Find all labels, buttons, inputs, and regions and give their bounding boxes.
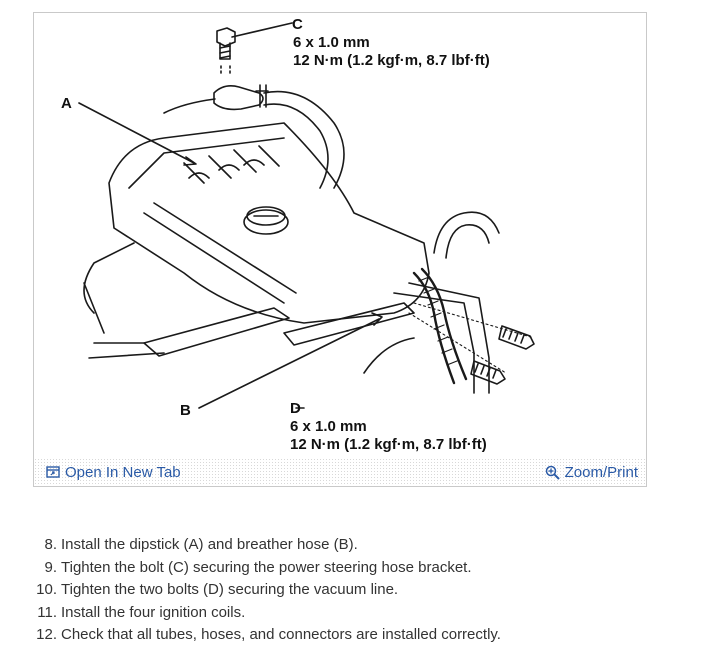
zoom-print-link[interactable]: Zoom/Print xyxy=(545,464,638,481)
breather-hose xyxy=(143,307,290,357)
callout-a: A xyxy=(61,95,72,112)
open-in-new-tab-label: Open In New Tab xyxy=(65,463,181,481)
open-in-new-tab-link[interactable]: Open In New Tab xyxy=(46,464,181,481)
figure-toolbar: Open In New Tab Zoom/Print xyxy=(34,458,646,486)
list-item: 11.Install the four ignition coils. xyxy=(30,602,501,625)
engine-diagram xyxy=(78,22,535,409)
list-item: 10.Tighten the two bolts (D) securing th… xyxy=(30,579,501,602)
hose-bracket xyxy=(213,85,264,111)
spec-d-torque: 12 N·m (1.2 kgf·m, 8.7 lbf·ft) xyxy=(290,436,487,453)
leader-c xyxy=(231,22,293,38)
step-text: Install the four ignition coils. xyxy=(61,603,246,621)
instruction-steps: 8.Install the dipstick (A) and breather … xyxy=(30,534,501,647)
bolt-d-lower xyxy=(470,360,506,385)
leader-b xyxy=(198,318,380,409)
callout-d: D xyxy=(290,400,301,417)
list-item: 12.Check that all tubes, hoses, and conn… xyxy=(30,624,501,647)
zoom-magnifier-icon xyxy=(545,465,560,480)
step-number: 10. xyxy=(36,581,57,598)
step-text: Install the dipstick (A) and breather ho… xyxy=(61,536,358,553)
step-number: 8. xyxy=(44,536,57,553)
step-number: 11. xyxy=(37,603,57,621)
step-text: Tighten the bolt (C) securing the power … xyxy=(61,558,472,576)
figure-container: C 6 x 1.0 mm 12 N·m (1.2 kgf·m, 8.7 lbf·… xyxy=(33,12,647,487)
bolt-d-upper xyxy=(498,325,535,350)
open-new-tab-icon xyxy=(46,466,60,478)
zoom-print-label: Zoom/Print xyxy=(564,463,638,481)
step-number: 9. xyxy=(44,558,57,576)
valve-cover xyxy=(108,122,430,324)
callout-b: B xyxy=(180,402,191,419)
spec-c-torque: 12 N·m (1.2 kgf·m, 8.7 lbf·ft) xyxy=(293,52,490,69)
step-number: 12. xyxy=(36,626,57,643)
spec-d-size: 6 x 1.0 mm xyxy=(290,418,367,435)
step-text: Tighten the two bolts (D) securing the v… xyxy=(61,581,399,598)
bolt-c-drawing xyxy=(216,27,236,75)
step-text: Check that all tubes, hoses, and connect… xyxy=(61,626,501,643)
spec-c-size: 6 x 1.0 mm xyxy=(293,34,370,51)
callout-c: C xyxy=(292,16,303,33)
oil-filler-cap xyxy=(243,209,289,235)
leader-a xyxy=(78,102,195,164)
list-item: 8.Install the dipstick (A) and breather … xyxy=(30,534,501,557)
list-item: 9.Tighten the bolt (C) securing the powe… xyxy=(30,557,501,580)
